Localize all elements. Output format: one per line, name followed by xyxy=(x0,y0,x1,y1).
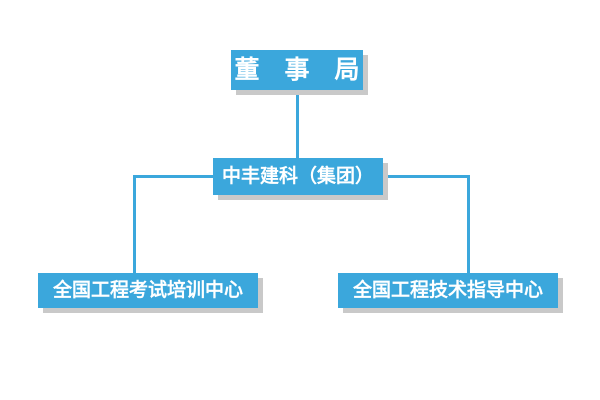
node-exam-training-center-label: 全国工程考试培训中心 xyxy=(52,280,243,301)
node-group-company[interactable]: 中丰建科（集团） xyxy=(213,158,383,195)
node-exam-training-center[interactable]: 全国工程考试培训中心 xyxy=(38,273,258,308)
node-board-of-directors[interactable]: 董 事 局 xyxy=(231,50,363,90)
connector-group-to-exam-center xyxy=(133,175,213,274)
node-group-company-label: 中丰建科（集团） xyxy=(221,166,374,187)
connector-group-to-tech-center xyxy=(383,175,470,274)
node-tech-guidance-center-label: 全国工程技术指导中心 xyxy=(352,280,543,301)
node-tech-guidance-center[interactable]: 全国工程技术指导中心 xyxy=(338,273,558,308)
node-board-of-directors-label: 董 事 局 xyxy=(234,55,369,84)
